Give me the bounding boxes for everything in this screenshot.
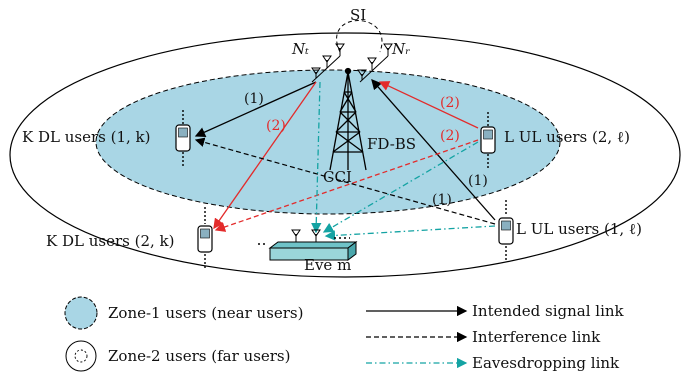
legend: Zone-1 users (near users) Zone-2 users (… xyxy=(64,296,625,372)
eaves-link-ul-near xyxy=(322,141,479,233)
legend-interference-text: Interference link xyxy=(472,328,601,346)
link-dl-far-red xyxy=(213,81,317,230)
legend-zone2-swatch xyxy=(65,340,97,372)
legend-eaves-text: Eavesdropping link xyxy=(472,354,620,372)
fd-bs-label: FD-BS xyxy=(367,135,416,153)
phone-icon-ul-near xyxy=(480,112,496,168)
zone2-boundary xyxy=(9,32,681,278)
zone1-area xyxy=(95,69,561,215)
nr-label: Nᵣ xyxy=(391,40,410,58)
legend-zone1-swatch xyxy=(64,296,98,330)
link-ul-near-red xyxy=(378,81,479,129)
label-l-ul-far: L UL users (1, ℓ) xyxy=(516,220,642,238)
phone-icon-dl-near xyxy=(175,110,191,166)
link-dl-near-intended xyxy=(194,81,317,138)
mark-ul-far-b: (1) xyxy=(432,192,452,208)
mark-ul-far-a: (1) xyxy=(468,173,488,189)
legend-zone2-text: Zone-2 users (far users) xyxy=(108,347,290,365)
label-k-dl-far: K DL users (2, k) xyxy=(46,232,174,250)
cci-label: CCI xyxy=(323,168,352,186)
mark-dl-far: (2) xyxy=(266,118,286,134)
link-interference-black xyxy=(194,137,496,225)
tx-antenna-array xyxy=(311,43,345,83)
label-l-ul-near: L UL users (2, ℓ) xyxy=(504,128,630,146)
label-k-dl-near: K DL users (1, k) xyxy=(22,128,150,146)
mark-ul-near-mid: (2) xyxy=(440,128,460,144)
si-loop xyxy=(336,20,383,53)
si-label: SI xyxy=(350,6,366,24)
eaves-link-bs xyxy=(311,81,322,234)
mark-ul-near-top: (2) xyxy=(440,95,460,111)
legend-intended-text: Intended signal link xyxy=(472,302,625,320)
eaves-link-ul-far xyxy=(324,225,496,241)
fd-bs-tower-icon xyxy=(329,67,367,171)
mark-dl-near: (1) xyxy=(244,91,264,107)
link-ul-far-intended xyxy=(371,79,496,221)
phone-icon-ul-far xyxy=(498,200,514,262)
nt-label: Nₜ xyxy=(291,40,309,58)
label-eve: Eve m xyxy=(304,256,351,274)
phone-icon-dl-far xyxy=(197,207,213,270)
link-ul-near-interference-red xyxy=(214,139,479,232)
rx-antenna-array xyxy=(357,43,393,83)
legend-zone1-text: Zone-1 users (near users) xyxy=(108,304,303,322)
eve-device-icon xyxy=(258,229,358,261)
